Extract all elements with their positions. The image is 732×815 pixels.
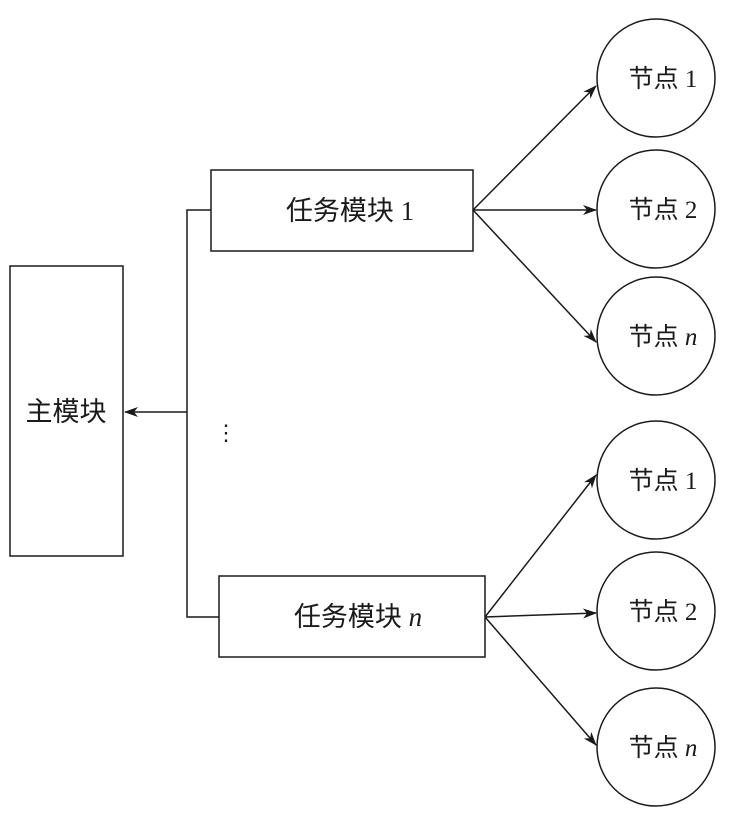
task-module-n: 任务模块 n	[218, 575, 486, 658]
task-module-n-arrows	[484, 474, 597, 746]
arrow-tmn-node-2	[484, 608, 597, 619]
tm1-node-1: 节点 1	[596, 18, 716, 138]
module-bracket-connector	[124, 209, 219, 618]
tmn-node-n: 节点 n	[596, 687, 716, 807]
task-module-1: 任务模块 1	[210, 169, 474, 252]
arrow-tmn-node-1	[484, 474, 597, 618]
tmn-node-n-label: 节点 n	[629, 734, 698, 762]
tm1-node-n-label: 节点 n	[629, 323, 698, 351]
tmn-node-1: 节点 1	[596, 420, 716, 540]
main-module: 主模块	[9, 265, 124, 557]
main-module-label: 主模块	[26, 397, 107, 427]
arrow-tm1-node-n	[472, 209, 597, 343]
arrow-tmn-node-n	[484, 616, 597, 746]
tm1-node-2: 节点 2	[596, 149, 716, 269]
ellipsis-indicator: ⋮	[215, 420, 237, 445]
tmn-node-2: 节点 2	[596, 551, 716, 671]
task-module-n-label: 任务模块 n	[294, 602, 422, 632]
task-module-1-arrows	[472, 85, 597, 343]
tm1-node-n: 节点 n	[596, 276, 716, 396]
arrow-tm1-node-1	[472, 85, 597, 211]
tm1-node-2-label: 节点 2	[629, 196, 698, 224]
tm1-node-1-label: 节点 1	[629, 65, 698, 93]
task-module-1-label: 任务模块 1	[286, 196, 414, 226]
tmn-node-1-label: 节点 1	[629, 467, 698, 495]
tmn-node-2-label: 节点 2	[629, 598, 698, 626]
